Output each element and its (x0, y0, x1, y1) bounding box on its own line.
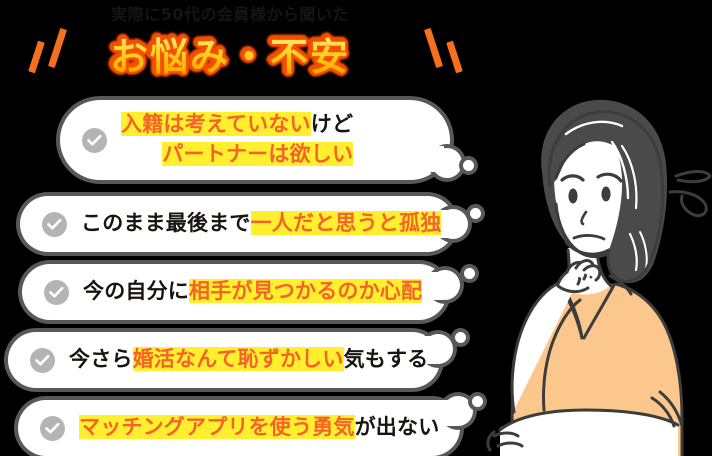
bubble-text-2-line-1: このまま最後まで一人だと思うと孤独 (81, 209, 442, 239)
concern-bubble-1[interactable]: 入籍は考えていないけど パートナーは欲しい (60, 100, 462, 180)
concern-bubble-2[interactable]: このまま最後まで一人だと思うと孤独 (20, 196, 468, 252)
plain-text: 今の自分に (83, 279, 189, 304)
bubble-text-5-line-1: マッチングアプリを使う勇気が出ない (79, 413, 439, 443)
bubble-tail-mask-4 (410, 336, 436, 364)
check-circle-icon (42, 211, 67, 237)
header-subtitle: 実際に50代の会員様から聞いた (111, 5, 349, 24)
plain-text: が出ない (354, 415, 440, 440)
bubble-dot-2 (470, 208, 481, 219)
bubble-text-1: 入籍は考えていないけど パートナーは欲しい (121, 110, 354, 170)
concern-bubble-5[interactable]: マッチングアプリを使う勇気が出ない (18, 396, 473, 456)
highlight-text: パートナーは欲しい (162, 142, 354, 166)
bubble-text-4-line-1: 今さら婚活なんて恥ずかしい気もする (69, 345, 428, 375)
bubble-text-1-line-2: パートナーは欲しい (121, 140, 354, 170)
bubble-dot-5 (472, 396, 483, 407)
plain-text: このまま最後まで (81, 211, 251, 236)
bubble-dot-4 (455, 332, 466, 343)
check-circle-icon (40, 415, 65, 441)
bubble-text-3-line-1: 今の自分に相手が見つかるのか心配 (83, 277, 423, 307)
worried-woman-illustration (486, 99, 712, 456)
plain-text-2: 気もする (343, 347, 429, 372)
bubble-text-3: 今の自分に相手が見つかるのか心配 (83, 277, 423, 307)
bubble-tail-mask-1 (418, 146, 444, 172)
bubble-tail-mask-5 (430, 400, 456, 426)
bubble-text-5: マッチングアプリを使う勇気が出ない (79, 413, 439, 443)
bubble-text-2: このまま最後まで一人だと思うと孤独 (81, 209, 442, 239)
check-circle-icon (44, 279, 69, 305)
highlight-text: 相手が見つかるのか心配 (189, 279, 423, 304)
concern-bubble-3[interactable]: 今の自分に相手が見つかるのか心配 (22, 264, 460, 320)
page-title: お悩み・不安 (0, 26, 460, 81)
highlight-text: マッチングアプリを使う勇気 (79, 415, 355, 440)
check-circle-icon (82, 127, 107, 153)
plain-text: 今さら (69, 347, 133, 372)
concern-bubble-4[interactable]: 今さら婚活なんて恥ずかしい気もする (8, 332, 453, 388)
highlight-text: 一人だと思うと孤独 (250, 211, 442, 236)
bubble-text-1-line-1: 入籍は考えていないけど (121, 110, 353, 140)
bubble-dot-3 (464, 268, 475, 279)
plain-text: けど (310, 112, 354, 137)
bubble-dot-1 (463, 160, 474, 171)
highlight-text: 婚活なんて恥ずかしい (132, 347, 344, 372)
highlight-text: 入籍は考えていない (121, 112, 311, 137)
bubble-text-4: 今さら婚活なんて恥ずかしい気もする (69, 345, 428, 375)
check-circle-icon (30, 347, 55, 373)
